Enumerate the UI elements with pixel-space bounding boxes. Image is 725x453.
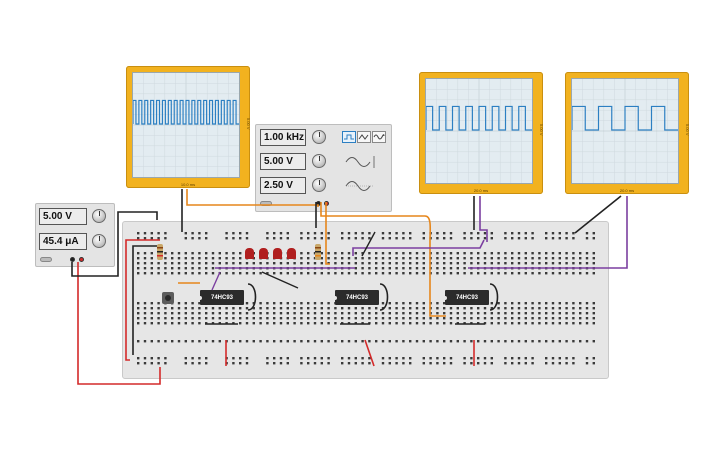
amplitude-readout: 5.00 V <box>260 153 306 170</box>
frequency-knob[interactable] <box>312 130 326 144</box>
offset-readout: 2.50 V <box>260 177 306 194</box>
led-2[interactable] <box>259 248 268 259</box>
square-wave-button[interactable] <box>342 131 356 143</box>
oscilloscope-2[interactable]: 20.0 ms 5.00 V <box>419 72 545 194</box>
volts-per-division: 5.00 V <box>246 117 252 130</box>
function-generator-terminal-negative[interactable] <box>316 201 321 206</box>
current-readout: 45.4 μA <box>39 233 87 250</box>
chip-label: 74HC93 <box>210 294 233 301</box>
offset-wave-icon <box>345 181 374 191</box>
oscilloscope-screen <box>132 72 240 178</box>
voltage-readout: 5.00 V <box>39 208 87 225</box>
chip-2[interactable]: 74HC93 <box>334 290 379 305</box>
square-wave-icon <box>344 134 354 140</box>
sine-wave-icon <box>373 134 385 140</box>
led-3[interactable] <box>273 248 282 259</box>
oscilloscope-screen <box>425 78 533 184</box>
power-supply-terminal-negative[interactable] <box>70 257 75 262</box>
oscilloscope-trace <box>426 79 532 183</box>
function-generator-power-toggle[interactable] <box>260 201 272 206</box>
offset-knob[interactable] <box>312 178 326 192</box>
led-4[interactable] <box>287 248 296 259</box>
time-per-division: 20.0 ms <box>473 188 489 193</box>
triangle-wave-button[interactable] <box>357 131 371 143</box>
oscilloscope-trace <box>572 79 678 183</box>
oscilloscope-3[interactable]: 20.0 ms 5.00 V <box>565 72 691 194</box>
function-generator[interactable]: 1.00 kHz 5.00 V 2.50 V <box>255 124 392 212</box>
chip-1[interactable]: 74HC93 <box>199 290 244 305</box>
sine-wave-button[interactable] <box>372 131 386 143</box>
led-1[interactable] <box>245 248 254 259</box>
time-per-division: 20.0 ms <box>619 188 635 193</box>
amplitude-wave-icon <box>345 156 375 168</box>
function-generator-terminal-positive[interactable] <box>324 201 329 206</box>
chip-label: 74HC93 <box>345 294 368 301</box>
chip-label: 74HC93 <box>455 294 478 301</box>
current-knob[interactable] <box>92 234 106 248</box>
chip-3[interactable]: 74HC93 <box>444 290 489 305</box>
triangle-wave-icon <box>358 134 369 140</box>
power-supply-terminal-positive[interactable] <box>79 257 84 262</box>
volts-per-division: 5.00 V <box>539 123 545 136</box>
oscilloscope-screen <box>571 78 679 184</box>
power-supply-toggle[interactable] <box>40 257 52 262</box>
frequency-readout: 1.00 kHz <box>260 129 306 146</box>
push-button[interactable] <box>162 292 174 304</box>
time-per-division: 10.0 ms <box>180 182 196 187</box>
power-supply[interactable]: 5.00 V 45.4 μA <box>35 203 115 267</box>
voltage-knob[interactable] <box>92 209 106 223</box>
amplitude-knob[interactable] <box>312 154 326 168</box>
oscilloscope-1[interactable]: 10.0 ms 5.00 V <box>126 66 252 188</box>
volts-per-division: 5.00 V <box>685 123 691 136</box>
oscilloscope-trace <box>133 73 239 177</box>
